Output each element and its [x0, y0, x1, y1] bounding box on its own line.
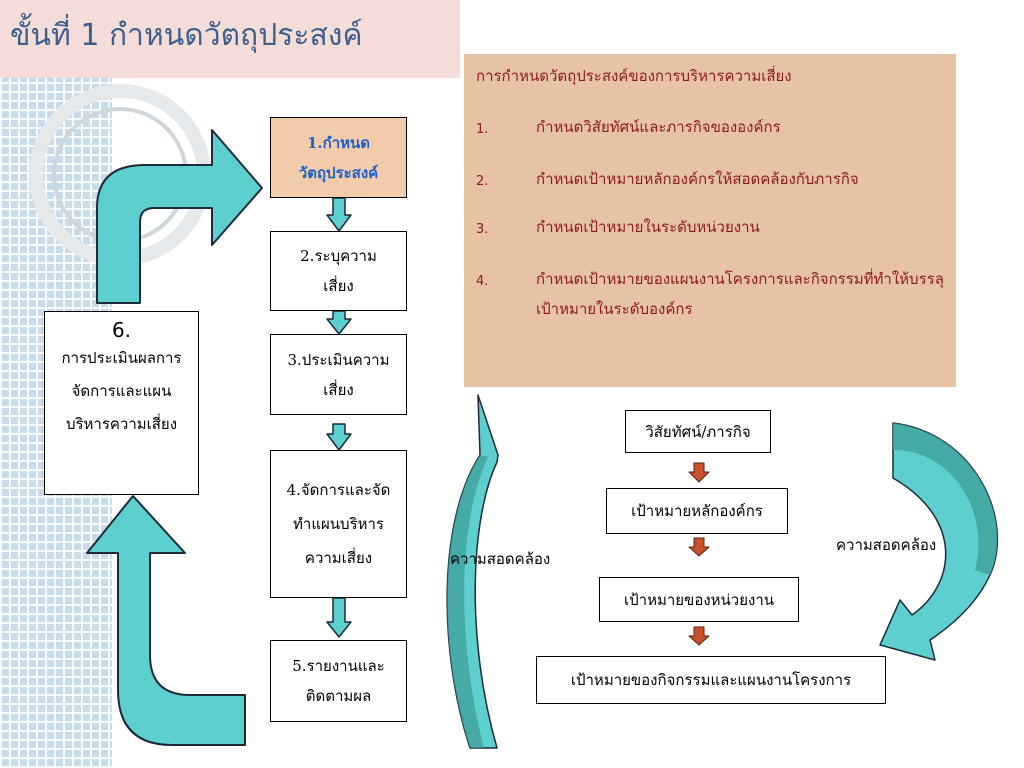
step-label: 2.ระบุความเสี่ยง	[300, 247, 377, 295]
step6-label: การประเมินผลการจัดการและแผนบริหารความเสี…	[61, 349, 182, 433]
alignment-arrow-left-shade	[447, 455, 488, 748]
step-box-3: 3.ประเมินความเสี่ยง	[270, 334, 407, 415]
title-banner: ขั้นที่ 1 กำหนดวัตถุประสงค์	[0, 0, 460, 78]
step-arrow-3-4	[326, 423, 352, 451]
info-item-text: กำหนดเป้าหมายในระดับหน่วยงาน	[536, 218, 760, 236]
goal-box-main: เป้าหมายหลักองค์กร	[606, 488, 788, 534]
alignment-arrow-right-shade	[893, 423, 998, 575]
loop-arrow-to-step1	[96, 129, 263, 304]
info-item-text: กำหนดเป้าหมายของแผนงานโครงการและกิจกรรมท…	[536, 270, 944, 318]
goal-label: เป้าหมายของกิจกรรมและแผนงานโครงการ	[570, 671, 852, 689]
goal-label: วิสัยทัศน์/ภารกิจ	[645, 422, 751, 441]
step-box-1: 1.กำหนดวัตถุประสงค์	[270, 117, 407, 198]
goal-arrow-1-2	[688, 462, 710, 483]
step-arrow-2-3	[326, 310, 352, 335]
goal-arrow-2-3	[688, 537, 710, 557]
alignment-label-left: ความสอดคล้อง	[450, 550, 551, 568]
goal-box-vision: วิสัยทัศน์/ภารกิจ	[625, 410, 771, 453]
step-arrow-4-5	[326, 597, 352, 638]
info-heading: การกำหนดวัตถุประสงค์ของการบริหารความเสี่…	[476, 67, 792, 85]
goal-label: เป้าหมายของหน่วยงาน	[624, 590, 774, 609]
step-arrow-1-2	[326, 197, 352, 232]
step-label: 1.กำหนดวัตถุประสงค์	[298, 133, 379, 182]
goal-arrow-3-4	[688, 626, 710, 646]
goal-label: เป้าหมายหลักองค์กร	[631, 502, 763, 520]
step-box-6: 6. การประเมินผลการจัดการและแผนบริหารความ…	[44, 311, 199, 495]
step6-number: 6.	[111, 318, 132, 342]
info-item-number: 3.	[476, 222, 489, 237]
step-label: 4.จัดการและจัดทำแผนบริหารความเสี่ยง	[286, 481, 391, 567]
step-box-5: 5.รายงานและติดตามผล	[270, 640, 407, 722]
goal-box-activity: เป้าหมายของกิจกรรมและแผนงานโครงการ	[536, 656, 886, 704]
step-label: 3.ประเมินความเสี่ยง	[287, 350, 390, 399]
info-item-text: กำหนดวิสัยทัศน์และภารกิจขององค์กร	[536, 118, 781, 136]
loop-arrow-to-step6	[86, 495, 246, 746]
step-label: 5.รายงานและติดตามผล	[292, 657, 385, 705]
goal-box-unit: เป้าหมายของหน่วยงาน	[599, 577, 799, 622]
objectives-info-box: การกำหนดวัตถุประสงค์ของการบริหารความเสี่…	[464, 54, 956, 387]
info-item-number: 2.	[476, 174, 489, 189]
page-title: ขั้นที่ 1 กำหนดวัตถุประสงค์	[10, 18, 363, 53]
info-item-number: 4.	[476, 274, 489, 289]
info-item-text: กำหนดเป้าหมายหลักองค์กรให้สอดคล้องกับภาร…	[536, 170, 859, 188]
step-box-2: 2.ระบุความเสี่ยง	[270, 231, 407, 311]
info-item-number: 1.	[476, 122, 489, 137]
alignment-label-right: ความสอดคล้อง	[836, 536, 937, 554]
step-box-4: 4.จัดการและจัดทำแผนบริหารความเสี่ยง	[270, 450, 407, 598]
